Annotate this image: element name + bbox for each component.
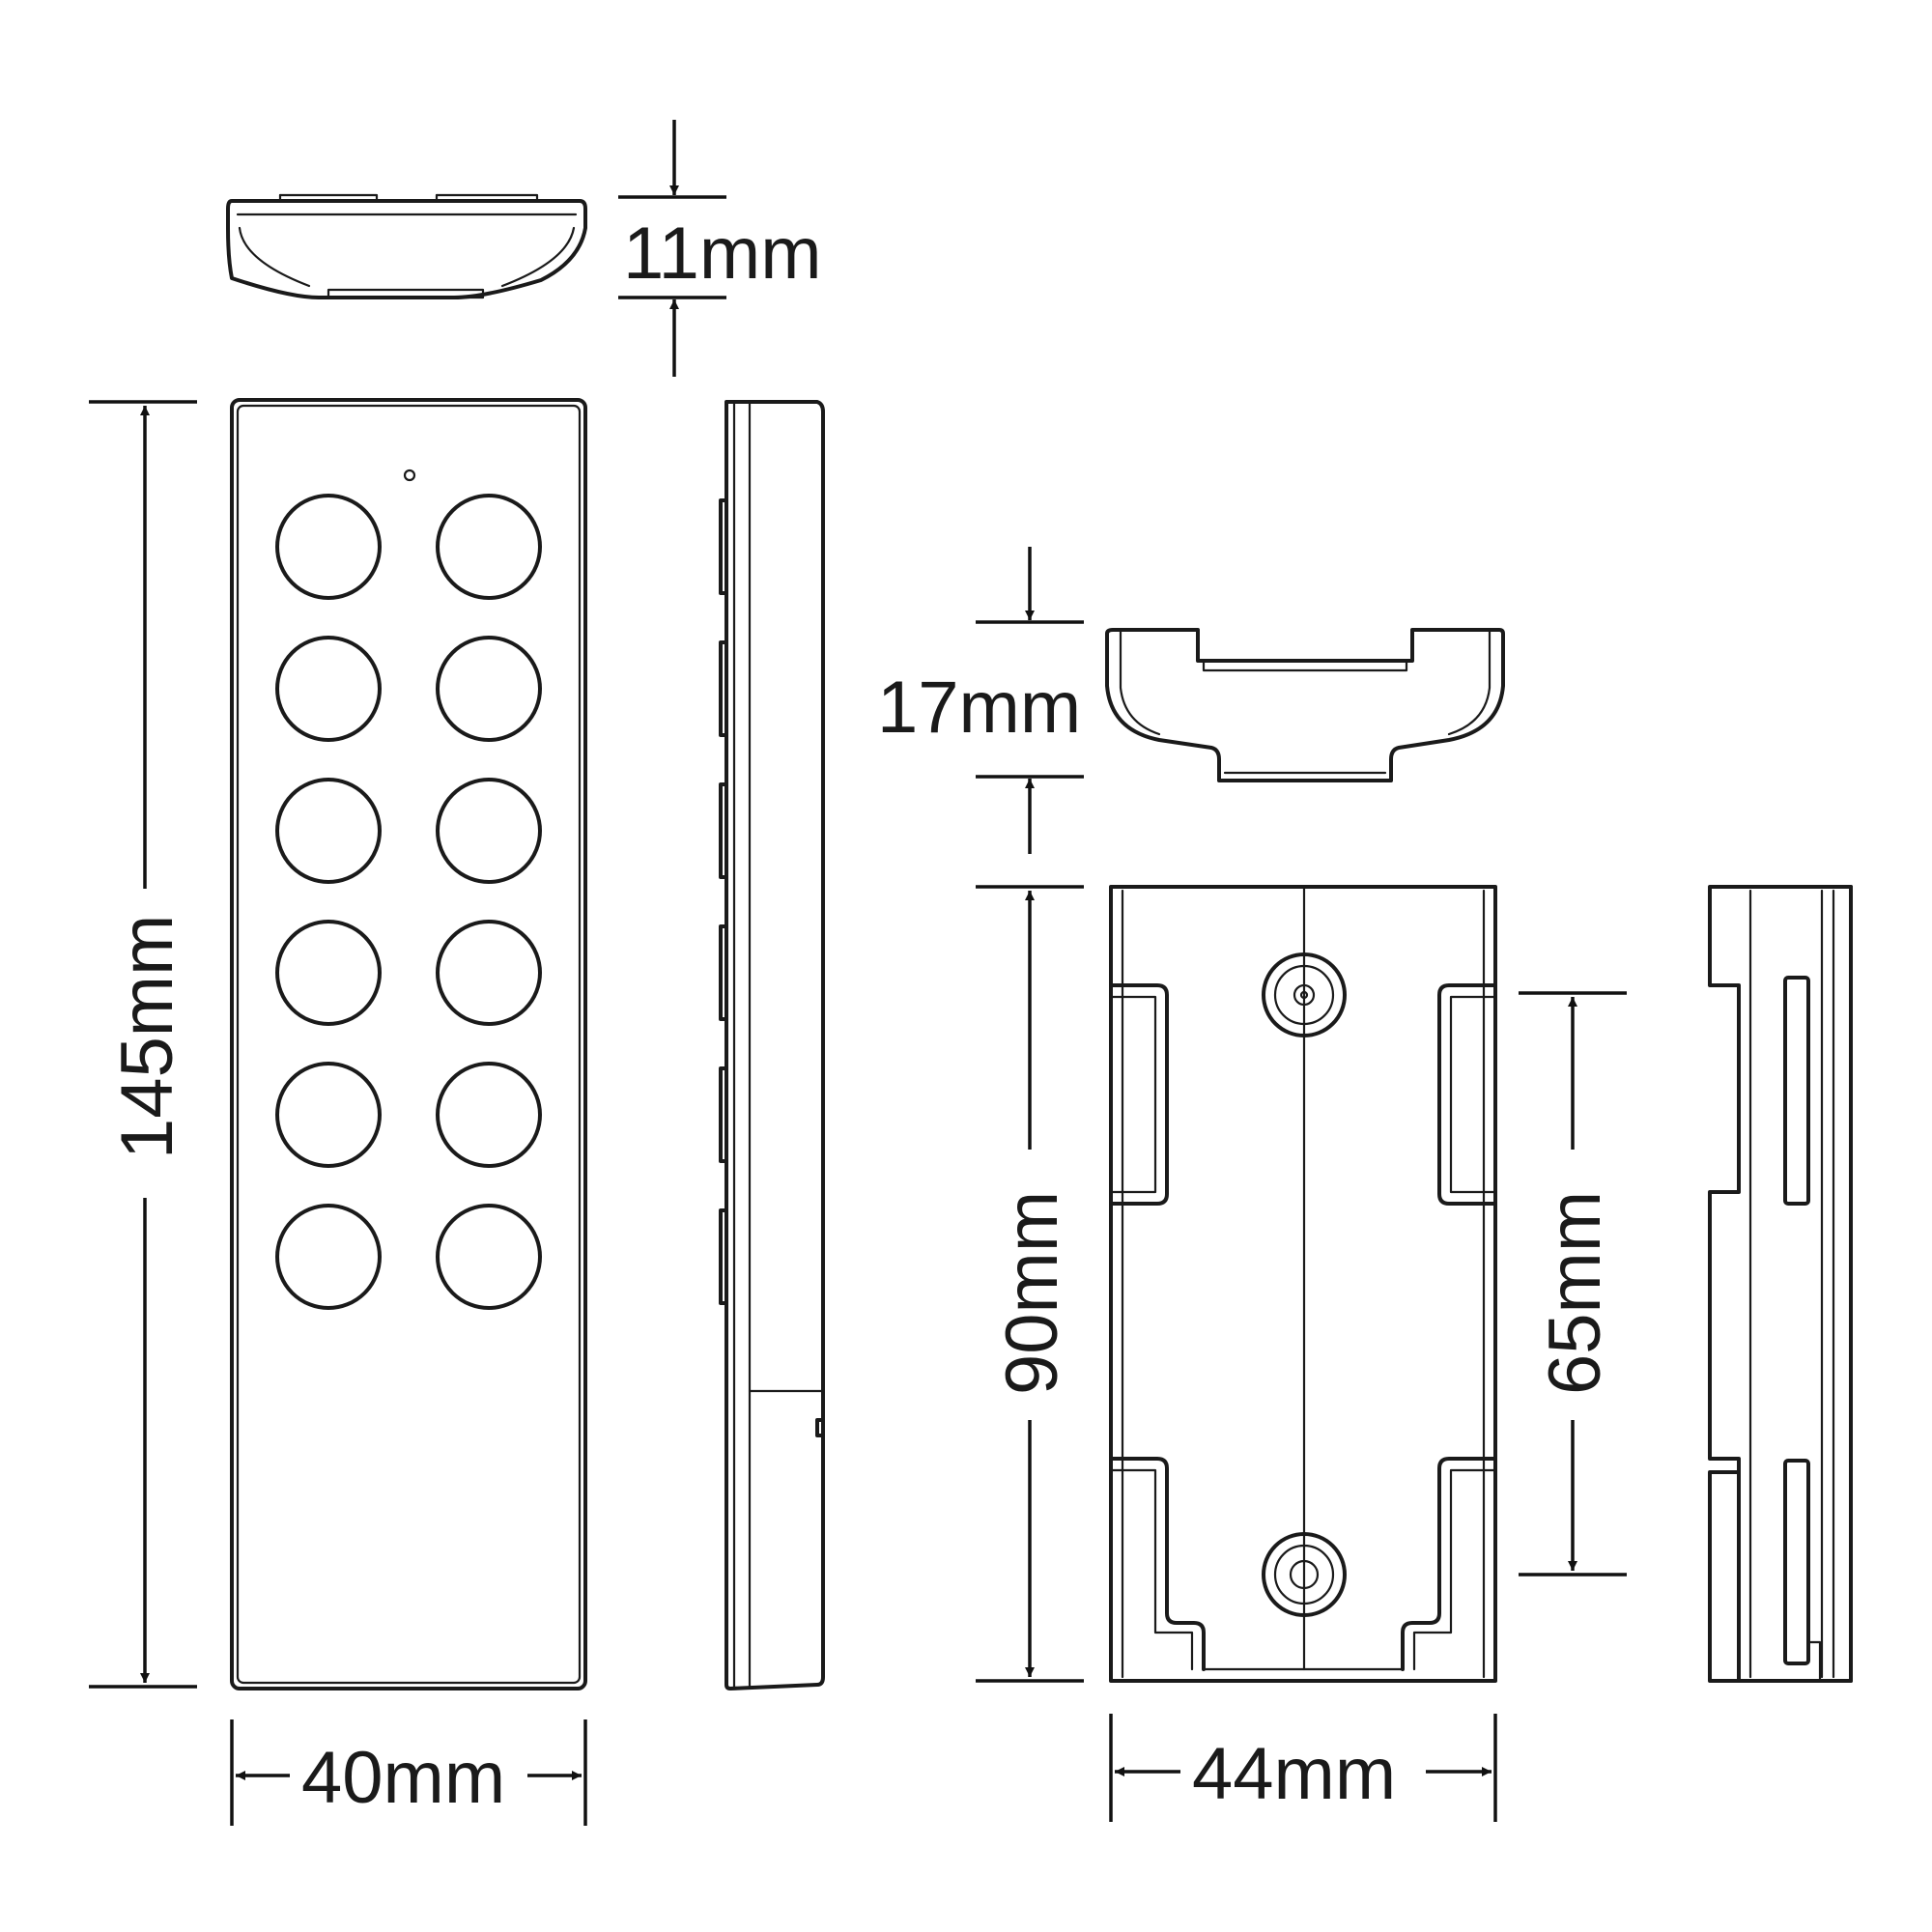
remote-button (436, 778, 542, 884)
remote-button (436, 920, 542, 1026)
side-key-bump (719, 1066, 728, 1163)
dimension-holder-width: 44mm (1109, 1714, 1497, 1822)
dimension-holder-hole-spacing: 65mm (1519, 991, 1627, 1577)
remote-top-view (226, 193, 587, 299)
side-key-bump (719, 640, 728, 737)
holder-mounting-hole-bottom (1262, 1532, 1347, 1617)
remote-length-label: 145mm (106, 915, 188, 1159)
remote-button (436, 494, 542, 600)
remote-button (436, 1062, 542, 1168)
remote-button (275, 494, 382, 600)
side-key-bump (719, 782, 728, 879)
remote-width-label: 40mm (301, 1737, 505, 1819)
remote-front-view (230, 398, 587, 1690)
remote-thickness-label: 11mm (623, 213, 822, 295)
holder-mounting-hole-top (1262, 952, 1347, 1037)
side-key-bump (719, 924, 728, 1021)
dimension-remote-width: 40mm (230, 1719, 587, 1826)
holder-hole-spacing-label: 65mm (1534, 1191, 1616, 1395)
remote-button (275, 636, 382, 742)
holder-top-view (1105, 628, 1505, 782)
dimension-holder-depth: 17mm (877, 547, 1084, 854)
dimension-remote-thickness: 11mm (618, 120, 822, 377)
holder-width-label: 44mm (1192, 1733, 1396, 1815)
dimension-holder-height: 90mm (976, 885, 1084, 1683)
side-key-bump (719, 1208, 728, 1305)
remote-button (436, 636, 542, 742)
remote-side-view (719, 400, 825, 1690)
dimension-remote-length: 145mm (89, 400, 197, 1689)
remote-button (275, 1062, 382, 1168)
holder-depth-label: 17mm (877, 667, 1081, 749)
side-key-bump (719, 498, 728, 595)
remote-button (275, 778, 382, 884)
holder-front-view (1109, 885, 1497, 1683)
remote-buttons (275, 494, 542, 1310)
holder-side-view (1708, 885, 1853, 1683)
remote-button (275, 1204, 382, 1310)
remote-button (275, 920, 382, 1026)
holder-height-label: 90mm (991, 1191, 1073, 1395)
led-indicator (403, 469, 416, 482)
remote-button (436, 1204, 542, 1310)
